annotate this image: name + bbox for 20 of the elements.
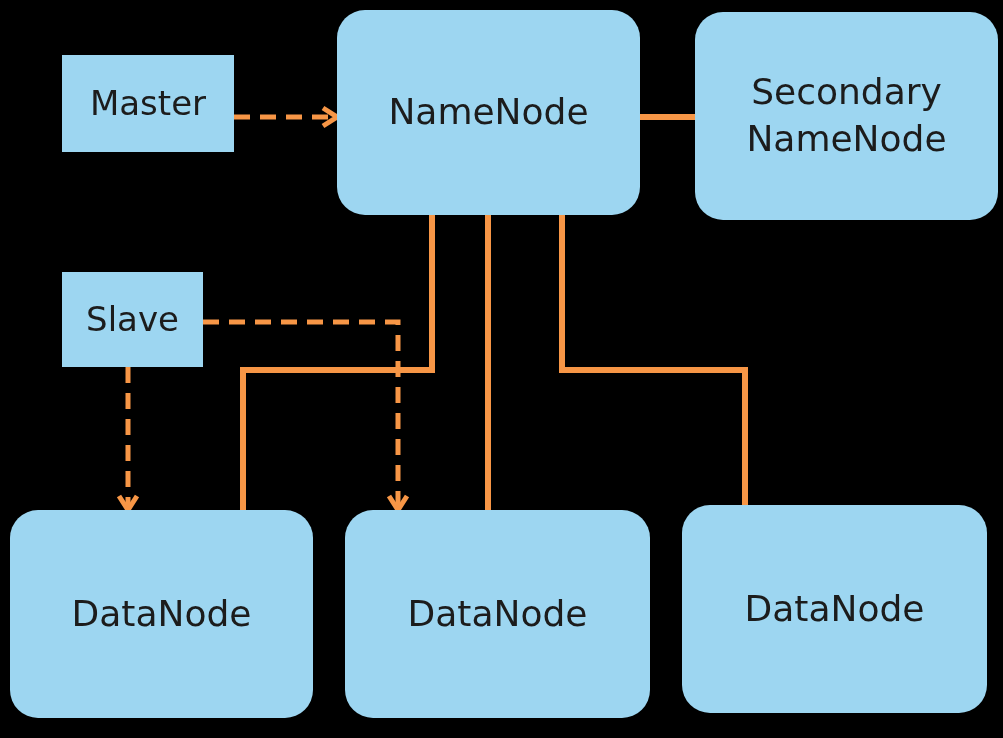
connector-line <box>485 215 491 510</box>
connector-line <box>559 215 748 505</box>
node-label: DataNode <box>407 591 588 636</box>
connector-line <box>640 114 695 120</box>
arrow <box>203 319 410 513</box>
node-label: DataNode <box>71 591 252 636</box>
rounded-box <box>345 510 650 718</box>
process-box <box>62 55 234 152</box>
rounded-box <box>10 510 313 718</box>
node-label: NameNode <box>388 90 589 135</box>
node-label: Slave <box>86 298 179 342</box>
node-label: Secondary NameNode <box>745 70 948 161</box>
node-label: Master <box>89 82 207 126</box>
rounded-box <box>337 10 640 215</box>
process-box <box>62 272 203 367</box>
node-label: DataNode <box>744 586 925 631</box>
rounded-box <box>695 12 998 220</box>
rounded-box <box>682 505 987 713</box>
connector-line <box>240 215 435 510</box>
arrow <box>116 367 140 513</box>
